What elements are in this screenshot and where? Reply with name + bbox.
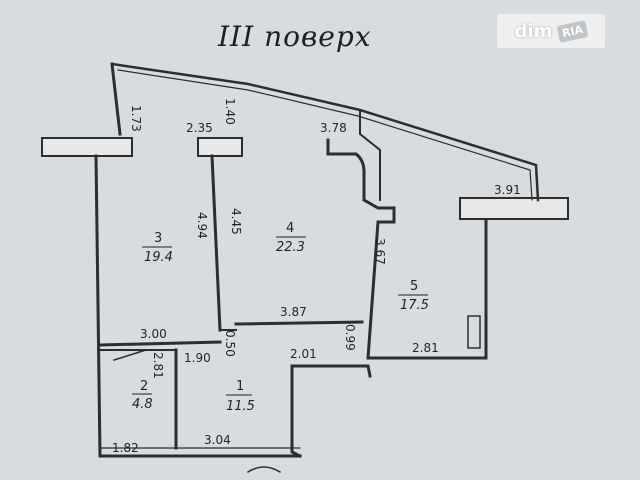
wall-3-4 <box>210 154 222 332</box>
dim-4-45: 4.45 <box>229 208 243 235</box>
room-5-area: 17.5 <box>400 298 429 313</box>
wall-4-5 <box>326 138 396 360</box>
wall-left-balcony <box>110 62 122 136</box>
room-2-number: 2 <box>140 379 148 394</box>
dimension-labels: 1.73 1.40 2.35 3.78 3.91 4.94 4.45 3.67 … <box>112 98 521 455</box>
wall-4-5-upper <box>359 111 381 201</box>
column-block <box>197 137 243 157</box>
dim-0-50: 0.50 <box>223 330 237 357</box>
dim-2-35: 2.35 <box>186 121 213 135</box>
room-5-label: 5 17.5 <box>398 279 429 313</box>
room-3-number: 3 <box>154 231 162 246</box>
dim-3-67: 3.67 <box>373 238 387 265</box>
dim-3-04: 3.04 <box>204 433 231 447</box>
room-4-number: 4 <box>286 221 294 236</box>
wall-left-outer <box>94 154 102 458</box>
room-3-area: 19.4 <box>144 250 173 265</box>
room-4-area: 22.3 <box>276 240 305 255</box>
wall-right-lower <box>290 364 303 459</box>
walls <box>41 62 569 474</box>
room-2-area: 4.8 <box>132 397 153 412</box>
room-3-label: 3 19.4 <box>142 231 173 265</box>
balcony-slab-right <box>459 197 569 220</box>
dim-3-87: 3.87 <box>280 305 307 319</box>
floor-title: III поверх <box>218 20 372 53</box>
dim-3-78: 3.78 <box>320 121 347 135</box>
dim-4-94: 4.94 <box>195 212 209 239</box>
wall-facade-inner <box>117 69 533 201</box>
balcony-slab-left <box>41 137 133 157</box>
dim-1-90: 1.90 <box>184 351 211 365</box>
wall-step <box>290 364 372 378</box>
room-4-label: 4 22.3 <box>276 221 306 255</box>
dim-0-99: 0.99 <box>343 324 357 351</box>
room-2-label: 2 4.8 <box>132 379 153 412</box>
bath-fixture <box>113 349 147 361</box>
room-1-number: 1 <box>236 379 244 394</box>
room-1-label: 1 11.5 <box>226 379 255 414</box>
dim-1-40: 1.40 <box>223 98 237 125</box>
wall-facade <box>110 62 540 202</box>
dim-3-91: 3.91 <box>494 183 521 197</box>
dim-3-00: 3.00 <box>140 327 167 341</box>
wall-4-bottom <box>234 320 364 326</box>
dim-2-81-bath: 2.81 <box>151 352 165 379</box>
room-1-area: 11.5 <box>226 399 255 414</box>
room-labels: 3 19.4 4 22.3 5 17.5 2 4.8 1 <box>132 221 429 414</box>
watermark-brand: dim <box>514 20 553 42</box>
dim-1-73: 1.73 <box>129 105 143 132</box>
watermark-logo: dim RIA <box>497 14 605 48</box>
dim-1-82: 1.82 <box>112 441 139 455</box>
room-5-number: 5 <box>410 279 418 294</box>
dim-2-81-room5: 2.81 <box>412 341 439 355</box>
wall-room5-right <box>368 218 488 360</box>
entrance-arc <box>246 466 282 474</box>
dim-2-01: 2.01 <box>290 347 317 361</box>
window-jamb <box>467 315 481 349</box>
wall-3-bottom <box>98 340 222 347</box>
